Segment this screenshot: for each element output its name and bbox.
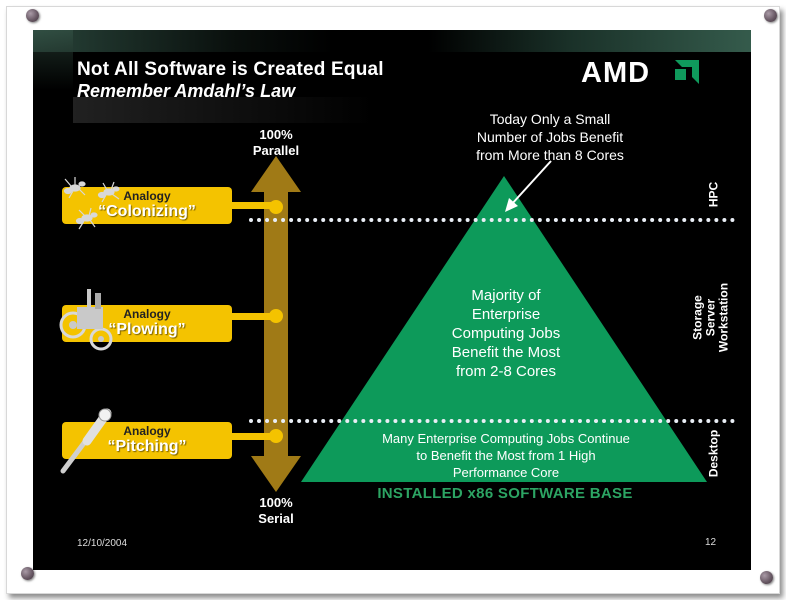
pyramid-middle-line: Computing Jobs: [451, 325, 561, 342]
pin-bottom-left: [21, 567, 34, 580]
corner-shade: [33, 30, 73, 90]
slide-subtitle: Remember Amdahl’s Law: [77, 81, 296, 101]
subtitle-shade: [73, 97, 373, 123]
slide-date: 12/10/2004: [77, 538, 128, 549]
pyramid-bottom-line: Performance Core: [452, 465, 560, 480]
analogy-name: “Plowing”: [108, 321, 186, 338]
analogy-label: Analogy: [123, 307, 171, 321]
analogy-colonizing: Analogy “Colonizing”: [62, 187, 232, 224]
parallel-label: 100% Parallel: [238, 127, 314, 159]
pyramid-middle-line: Majority of: [471, 287, 541, 304]
pyramid-bottom-text: Many Enterprise Computing Jobs Continue …: [333, 430, 679, 481]
storage-server-workstation-label: Storage Server Workstation: [691, 268, 731, 368]
connector-pitching: [228, 433, 278, 440]
connector-colonizing: [228, 202, 278, 209]
connector-plowing: [228, 313, 278, 320]
pin-top-right: [764, 9, 777, 22]
slide: Not All Software is Created Equal Rememb…: [33, 30, 751, 570]
pyramid-middle-text: Majority of Enterprise Computing Jobs Be…: [411, 286, 601, 381]
ants-icon: [63, 177, 120, 230]
callout-text: Today Only a Small Number of Jobs Benefi…: [445, 110, 655, 164]
analogy-label: Analogy: [123, 189, 171, 203]
hpc-label: HPC: [706, 181, 721, 208]
analogy-label: Analogy: [123, 424, 171, 438]
slide-number: 12: [705, 537, 717, 548]
parallel-word: Parallel: [252, 143, 300, 158]
software-pyramid: [301, 176, 707, 482]
side-label-line: Workstation: [716, 282, 731, 353]
pyramid-middle-line: Enterprise: [471, 306, 541, 323]
pyramid-bottom-line: Many Enterprise Computing Jobs Continue: [382, 431, 630, 446]
pin-top-left: [26, 9, 39, 22]
pyramid-middle-line: Benefit the Most: [451, 344, 561, 361]
amd-logo: AMD: [581, 57, 651, 89]
pyramid-middle-line: from 2-8 Cores: [455, 363, 557, 380]
pin-bottom-right: [760, 571, 773, 584]
desktop-separator: [249, 419, 735, 423]
serial-percent: 100%: [259, 495, 293, 510]
callout-line: Number of Jobs Benefit: [476, 129, 624, 145]
tractor-icon: [59, 289, 113, 351]
amd-arrow-icon: [675, 60, 699, 84]
parallel-percent: 100%: [259, 127, 293, 142]
serial-word: Serial: [258, 511, 294, 526]
desktop-label: Desktop: [706, 429, 721, 478]
baseball-bat-icon: [60, 408, 112, 474]
analogy-name: “Pitching”: [107, 438, 187, 455]
slide-title: Not All Software is Created Equal: [77, 59, 384, 80]
hpc-separator: [249, 218, 735, 222]
analogy-pitching: Analogy “Pitching”: [62, 422, 232, 459]
callout-line: Today Only a Small: [489, 111, 611, 127]
analogy-name: “Colonizing”: [98, 203, 196, 220]
top-band: [33, 30, 751, 52]
installed-base-label: INSTALLED x86 SOFTWARE BASE: [377, 485, 633, 502]
serial-label: 100% Serial: [238, 495, 314, 527]
pyramid-bottom-line: to Benefit the Most from 1 High: [416, 448, 596, 463]
callout-arrow: [505, 160, 552, 212]
callout-line: from More than 8 Cores: [476, 147, 624, 163]
